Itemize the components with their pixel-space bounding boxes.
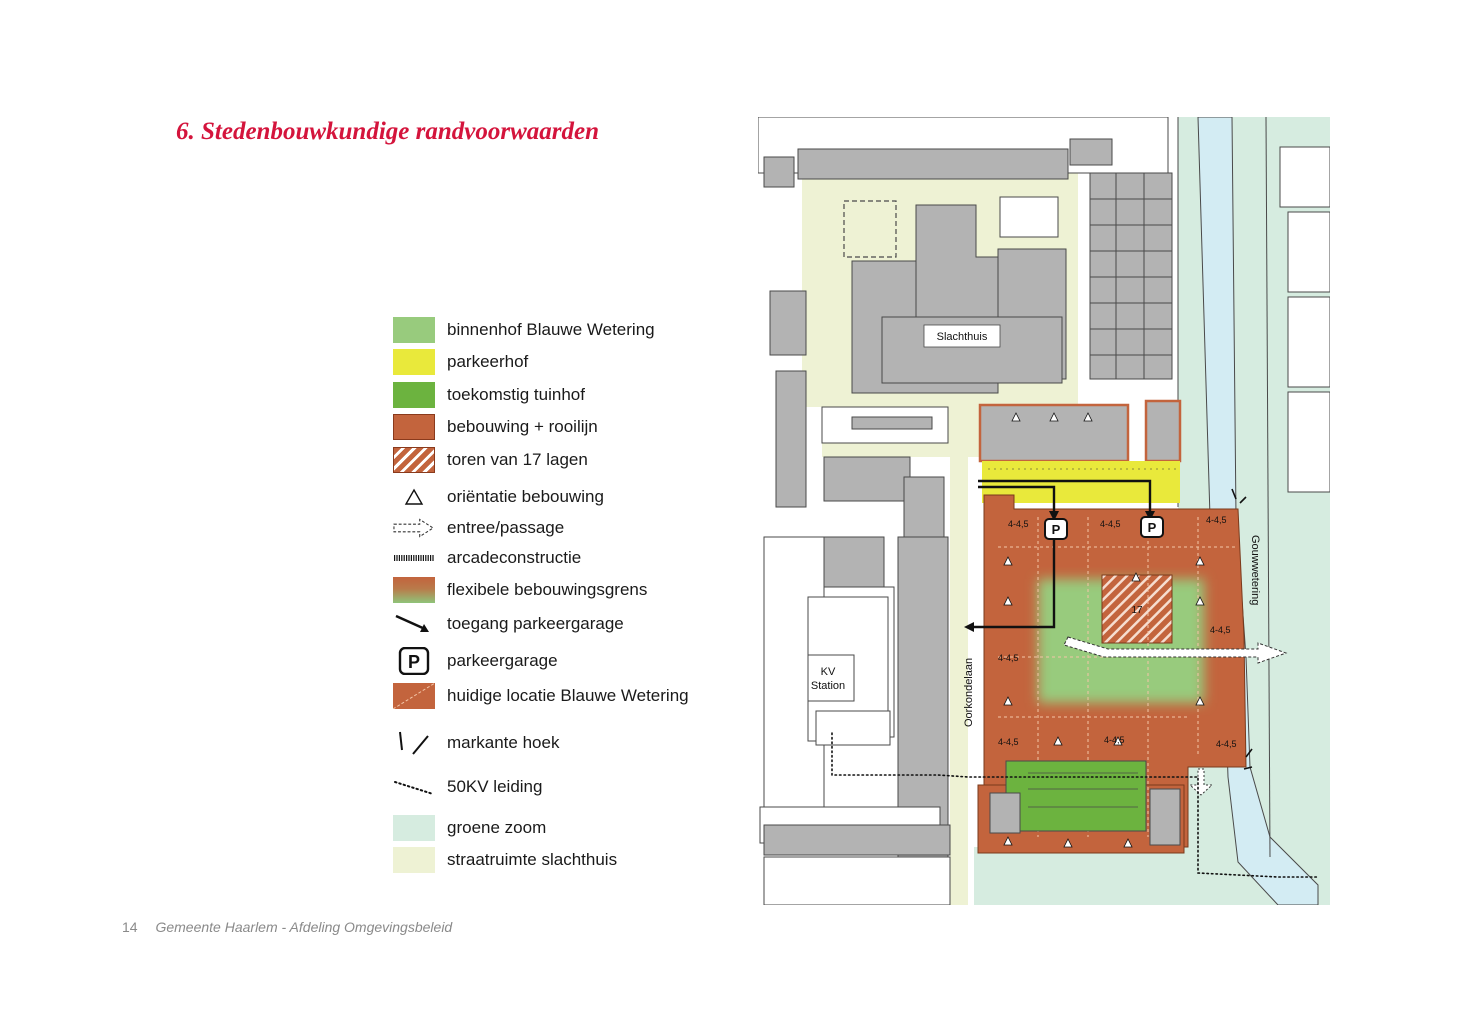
site-map: Slachthuis 17 bbox=[758, 117, 1330, 905]
north-block bbox=[758, 117, 1169, 188]
street-label-oorkondelaan: Oorkondelaan bbox=[963, 658, 975, 727]
light-green-swatch bbox=[393, 815, 435, 841]
legend-item-markante-hoek: markante hoek bbox=[393, 728, 559, 758]
green-swatch bbox=[393, 317, 435, 343]
legend-label: bebouwing + rooilijn bbox=[447, 417, 598, 436]
legend-label: oriëntatie bebouwing bbox=[447, 487, 604, 506]
street-label-gouwwetering: Gouwwetering bbox=[1249, 535, 1261, 605]
map-legend: binnenhof Blauwe Wetering parkeerhof toe… bbox=[393, 0, 733, 900]
orange-swatch bbox=[393, 414, 435, 440]
corner-icon bbox=[393, 730, 435, 756]
svg-text:P: P bbox=[1148, 520, 1157, 535]
hollow-arrow-icon bbox=[393, 515, 435, 541]
legend-item-entree: entree/passage bbox=[393, 513, 564, 543]
tuinhof-area bbox=[1005, 760, 1147, 832]
east-buildings bbox=[1279, 146, 1330, 493]
gradient-swatch bbox=[393, 577, 435, 603]
height-label: 4-4,5 bbox=[1104, 735, 1125, 745]
cream-swatch bbox=[393, 847, 435, 873]
legend-label: huidige locatie Blauwe Wetering bbox=[447, 686, 689, 705]
legend-item-tuinhof: toekomstig tuinhof bbox=[393, 380, 585, 410]
legend-item-parkeergarage: P parkeergarage bbox=[393, 646, 558, 676]
dark-green-swatch bbox=[393, 382, 435, 408]
height-label: 4-4,5 bbox=[1008, 519, 1029, 529]
legend-label: straatruimte slachthuis bbox=[447, 850, 618, 869]
tower-label: 17 bbox=[1131, 605, 1143, 616]
height-label: 4-4,5 bbox=[1216, 739, 1237, 749]
legend-label: toren van 17 lagen bbox=[447, 450, 588, 469]
height-label: 4-4,5 bbox=[998, 737, 1019, 747]
height-label: 4-4,5 bbox=[1206, 515, 1227, 525]
page-number: 14 bbox=[122, 919, 138, 935]
height-label: 4-4,5 bbox=[1210, 625, 1231, 635]
legend-label: binnenhof Blauwe Wetering bbox=[447, 320, 655, 339]
legend-item-binnenhof: binnenhof Blauwe Wetering bbox=[393, 315, 655, 345]
legend-item-toren: toren van 17 lagen bbox=[393, 445, 588, 475]
slachthuis-label: Slachthuis bbox=[937, 331, 988, 343]
50kv-line bbox=[831, 732, 1319, 878]
dotted-line-icon bbox=[393, 774, 435, 800]
kv-station-label-2: Station bbox=[811, 680, 845, 692]
tower-17 bbox=[1101, 574, 1173, 644]
west-buildings bbox=[769, 290, 949, 858]
legend-item-huidige-locatie: huidige locatie Blauwe Wetering bbox=[393, 681, 689, 711]
triangle-icon bbox=[393, 484, 435, 510]
legend-label: parkeergarage bbox=[447, 651, 558, 670]
parking-icon: P bbox=[393, 647, 435, 675]
footer-organisation: Gemeente Haarlem - Afdeling Omgevingsbel… bbox=[155, 919, 453, 935]
legend-item-groene-zoom: groene zoom bbox=[393, 813, 546, 843]
yellow-swatch bbox=[393, 349, 435, 375]
legend-label: flexibele bebouwingsgrens bbox=[447, 580, 648, 599]
legend-label: markante hoek bbox=[447, 733, 560, 752]
black-arrow-icon bbox=[393, 611, 435, 637]
legend-label: toekomstig tuinhof bbox=[447, 385, 585, 404]
page-title: 6. Stedenbouwkundige randvoorwaarden bbox=[176, 118, 599, 145]
outlined-orange-swatch bbox=[393, 683, 435, 709]
parking-icon: P bbox=[1140, 516, 1164, 538]
slachthuis-buildings bbox=[851, 204, 1067, 394]
parking-icon-bike: P bbox=[1044, 518, 1068, 540]
legend-label: entree/passage bbox=[447, 518, 565, 537]
entree-passage-arrow bbox=[1063, 636, 1288, 664]
kv-station bbox=[807, 596, 891, 746]
svg-text:P: P bbox=[1052, 522, 1061, 537]
svg-text:P: P bbox=[408, 652, 420, 672]
garage-grid bbox=[1089, 172, 1173, 380]
page-footer: 14 Gemeente Haarlem - Afdeling Omgevings… bbox=[122, 919, 452, 935]
legend-item-toegang: toegang parkeergarage bbox=[393, 609, 624, 639]
legend-item-arcade: arcadeconstructie bbox=[393, 543, 581, 573]
legend-item-bebouwing: bebouwing + rooilijn bbox=[393, 412, 598, 442]
toegang-parkeergarage-arrows bbox=[972, 479, 1152, 629]
legend-item-straatruimte: straatruimte slachthuis bbox=[393, 845, 617, 875]
legend-item-orientatie: oriëntatie bebouwing bbox=[393, 482, 604, 512]
hatched-orange-swatch bbox=[393, 447, 435, 473]
height-label: 4-4,5 bbox=[1100, 519, 1121, 529]
arcade-icon bbox=[393, 545, 435, 571]
legend-item-50kv: 50KV leiding bbox=[393, 772, 542, 802]
legend-label: toegang parkeergarage bbox=[447, 614, 624, 633]
legend-item-flexibel: flexibele bebouwingsgrens bbox=[393, 575, 647, 605]
legend-label: groene zoom bbox=[447, 818, 547, 837]
height-label: 4-4,5 bbox=[998, 653, 1019, 663]
legend-label: arcadeconstructie bbox=[447, 548, 582, 567]
legend-item-parkeerhof: parkeerhof bbox=[393, 347, 528, 377]
kv-station-label: KV bbox=[821, 666, 836, 678]
legend-label: parkeerhof bbox=[447, 352, 529, 371]
legend-label: 50KV leiding bbox=[447, 777, 543, 796]
